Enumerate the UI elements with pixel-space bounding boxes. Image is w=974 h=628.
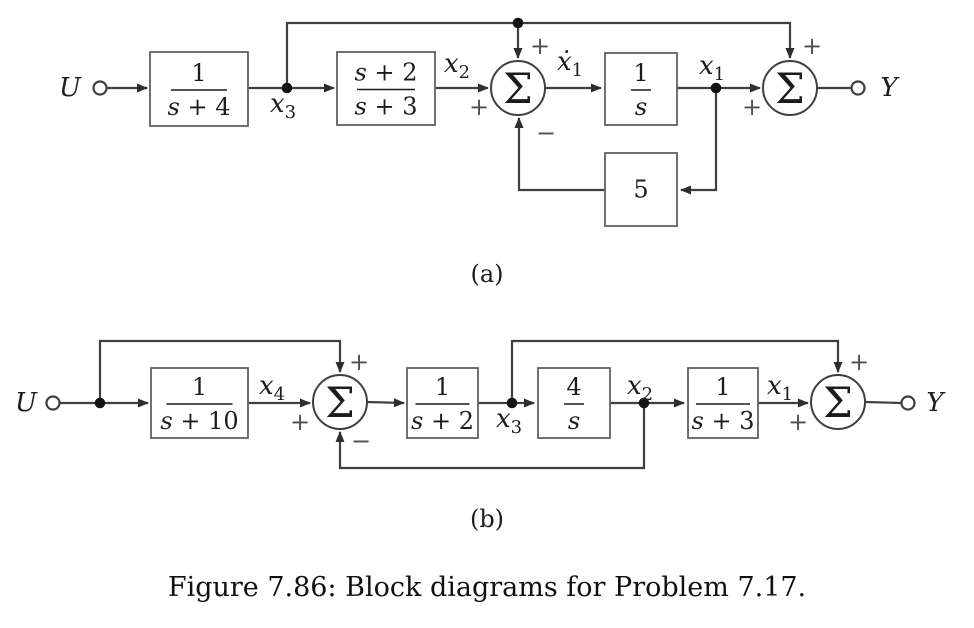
block-outline (604, 152, 678, 227)
signal-label: x4 (259, 371, 285, 405)
block-outline (687, 367, 759, 439)
branch-node-dot (506, 397, 518, 409)
summer-2-a: Σ + + (742, 32, 822, 121)
summer-sign: − (351, 427, 371, 455)
fraction-denominator: s (568, 407, 580, 435)
signal-label: Y (926, 388, 946, 418)
summer-sign: + (802, 32, 822, 60)
fraction-numerator: 1 (191, 59, 206, 87)
summer-1-b: Σ++− (290, 348, 371, 455)
fraction-numerator: 1 (192, 373, 207, 401)
output-terminal-b (900, 395, 916, 411)
figure-caption: Figure 7.86: Block diagrams for Problem … (167, 572, 807, 603)
block-tf-1-over-s: 1s (604, 52, 678, 126)
fraction-numerator: 1 (633, 59, 648, 87)
signal-wire (285, 21, 795, 88)
block-outline (150, 367, 249, 439)
block-tf-1-over-s-plus-3: 1 s + 3 (687, 367, 759, 439)
block-outline (336, 51, 436, 126)
output-terminal-a (850, 80, 866, 96)
fraction-denominator: s + 3 (355, 93, 418, 121)
branch-node-dot (638, 397, 650, 409)
summer-sign: − (536, 119, 556, 147)
signal-wire (366, 398, 405, 408)
summer-sign: + (290, 408, 310, 436)
summer-1-a: Σ + + − (469, 32, 556, 147)
sigma-symbol: Σ (823, 378, 853, 427)
fraction-denominator: s + 4 (168, 93, 231, 121)
input-terminal-a (92, 80, 108, 96)
branch-node-dot (512, 17, 524, 29)
fraction-denominator: s + 2 (411, 407, 474, 435)
signal-wire (335, 403, 646, 470)
branch-node-dot (94, 397, 106, 409)
block-outline (149, 51, 249, 127)
block-gain-label: 5 (633, 176, 648, 204)
branch-node-dot (710, 82, 722, 94)
fraction-numerator: 1 (715, 373, 730, 401)
signal-wire (680, 88, 718, 195)
summer-sign: + (349, 348, 369, 376)
summer-sign: + (788, 408, 808, 436)
subfigure-label-a: (a) (470, 260, 504, 288)
subfigure-label-b: (b) (469, 505, 505, 533)
block-tf-s-plus-2-over-s-plus-3: s + 2 s + 3 (336, 51, 436, 126)
block-tf-1-over-s-plus-10: 1 s + 10 (150, 367, 249, 439)
signal-label: ẋ1 (557, 47, 583, 81)
summer-sign: + (469, 93, 489, 121)
summer-sign: + (530, 32, 550, 60)
signal-label: U (15, 388, 38, 418)
branch-node-dot (281, 82, 293, 94)
fraction-numerator: 4 (566, 373, 581, 401)
fraction-numerator: s + 2 (355, 59, 418, 87)
signal-wire (98, 339, 345, 403)
summer-circle (762, 60, 818, 116)
block-tf-4-over-s: 4s (537, 367, 611, 439)
sigma-symbol: Σ (503, 64, 533, 113)
fraction-denominator: s + 3 (692, 407, 755, 435)
block-outline (604, 52, 678, 126)
signal-wire (864, 400, 902, 405)
block-tf-1-over-s-plus-4: 1 s + 4 (149, 51, 249, 127)
signal-label: x3 (270, 89, 296, 123)
block-outline (406, 367, 479, 439)
block-tf-1-over-s-plus-2: 1 s + 2 (406, 367, 479, 439)
summer-circle (810, 374, 866, 430)
fraction-numerator: 1 (435, 373, 450, 401)
signal-label: x1 (767, 371, 793, 405)
signal-label: x2 (627, 371, 653, 405)
input-terminal-b (45, 395, 61, 411)
summer-circle (490, 60, 546, 116)
block-gain-5: 5 (604, 152, 678, 227)
signal-label: x2 (444, 49, 470, 83)
sigma-symbol: Σ (325, 378, 355, 427)
block-outline (537, 367, 611, 439)
signal-wire (510, 339, 843, 403)
fraction-denominator: s (635, 93, 647, 121)
fraction-denominator: s + 10 (160, 407, 238, 435)
summer-circle (312, 374, 368, 430)
signal-label: U (59, 73, 82, 103)
summer-sign: + (742, 93, 762, 121)
summer-2-b: Σ++ (788, 348, 869, 436)
signal-wire (514, 117, 605, 192)
signal-label: x1 (699, 51, 725, 85)
sigma-symbol: Σ (775, 64, 805, 113)
signal-label: x3 (496, 404, 522, 438)
summer-sign: + (849, 348, 869, 376)
signal-label: Y (880, 73, 900, 103)
